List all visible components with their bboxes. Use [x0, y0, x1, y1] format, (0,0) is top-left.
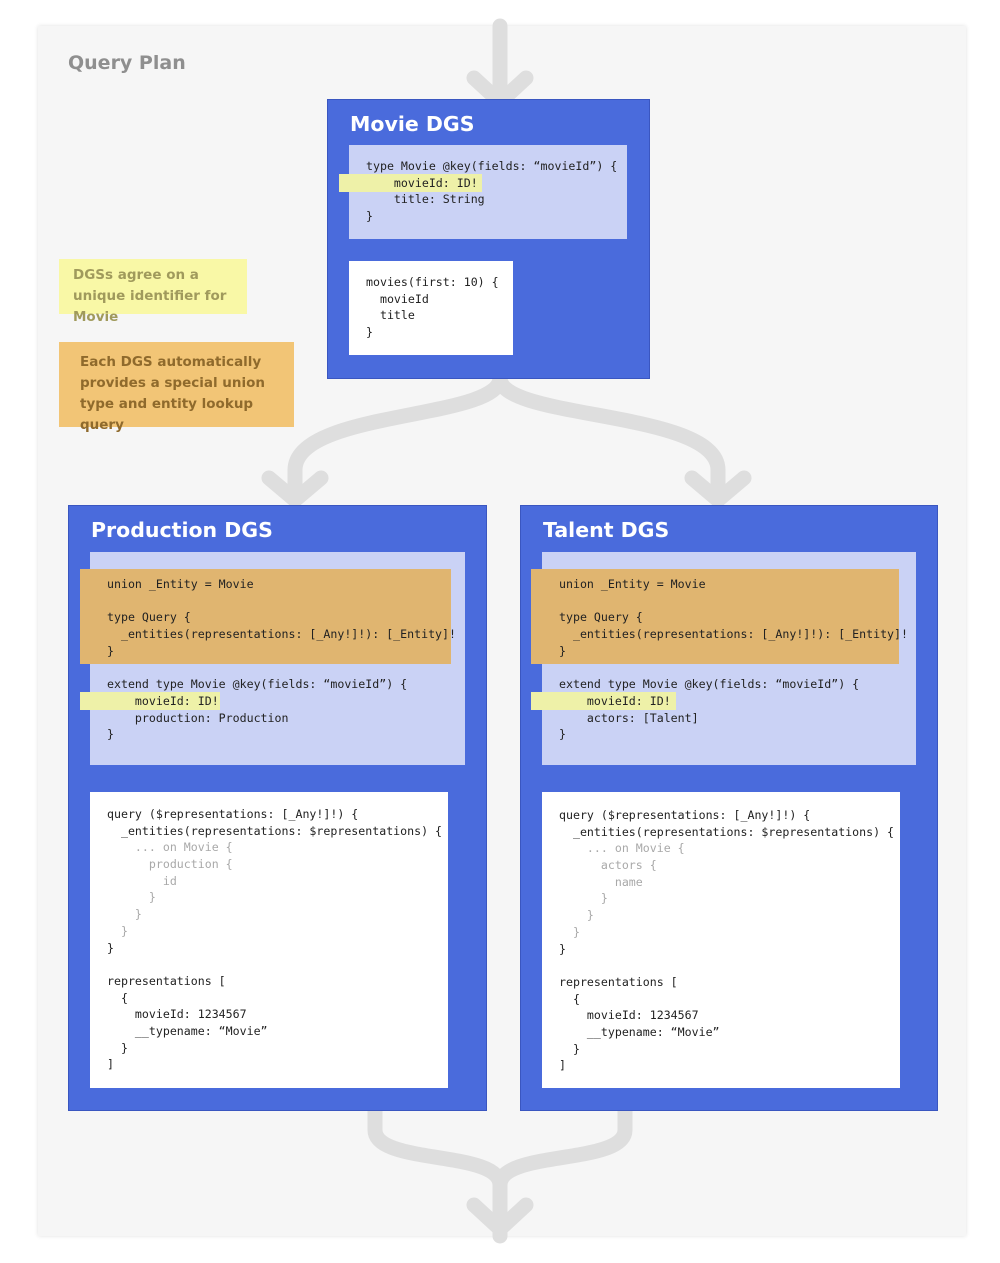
code-line: name: [559, 874, 643, 889]
production-dgs-title: Production DGS: [91, 518, 273, 542]
code-line: }: [559, 1041, 580, 1056]
code-line: title: String: [366, 192, 485, 207]
code-line: [559, 593, 908, 610]
code-line: }: [559, 924, 580, 939]
arrowhead-bottom-icon: [466, 1197, 534, 1237]
code-line: movieId: 1234567: [107, 1007, 247, 1022]
note-union-lookup: Each DGS automatically provides a specia…: [59, 342, 294, 433]
talent-key-highlight: [531, 692, 676, 710]
talent-query-panel: [542, 792, 900, 1088]
production-schema-code: union _Entity = Movie type Query { _entit…: [107, 576, 456, 743]
code-line: }: [107, 890, 156, 905]
code-line: extend type Movie @key(fields: “movieId”…: [559, 677, 860, 692]
code-line: type Query {: [107, 610, 191, 625]
arrowhead-left-icon: [261, 470, 329, 508]
code-line: }: [107, 907, 142, 922]
movie-key-highlight: [339, 174, 482, 192]
code-line: movieId: ID!: [559, 693, 671, 708]
code-line: {: [107, 990, 128, 1005]
flow-merge-right: [492, 1102, 633, 1193]
movie-schema-panel: [349, 145, 627, 239]
code-line: query ($representations: [_Any!]!) {: [107, 807, 359, 821]
code-line: representations [: [559, 974, 678, 989]
code-line: _entities(representations: [_Any!]!): [_…: [107, 627, 457, 642]
code-line: ... on Movie {: [559, 841, 685, 856]
code-line: ... on Movie {: [107, 840, 233, 855]
code-line: }: [107, 923, 128, 938]
code-line: actors {: [559, 858, 657, 873]
talent-query-code: query ($representations: [_Any!]!) { _en…: [559, 807, 894, 1074]
code-line: [107, 593, 456, 610]
code-line: }: [366, 209, 373, 224]
code-line: ]: [559, 1058, 566, 1073]
production-query-code: query ($representations: [_Any!]!) { _en…: [107, 806, 442, 1073]
code-line: }: [559, 727, 566, 742]
code-line: {: [559, 991, 580, 1006]
code-line: }: [107, 643, 114, 658]
code-line: movieId: ID!: [107, 693, 219, 708]
code-line: [107, 659, 456, 676]
code-line: }: [559, 643, 566, 658]
code-line: extend type Movie @key(fields: “movieId”…: [107, 677, 408, 692]
code-line: }: [366, 325, 373, 340]
flow-branch-left: [287, 370, 508, 505]
talent-union-highlight: [531, 569, 899, 664]
production-key-highlight: [80, 692, 220, 710]
code-line: [559, 957, 894, 974]
code-line: }: [107, 727, 114, 742]
note-unique-identifier: DGSs agree on a unique identifier for Mo…: [59, 259, 247, 325]
code-line: id: [107, 873, 177, 888]
code-line: type Movie @key(fields: “movieId”) {: [366, 159, 618, 173]
code-line: movieId: 1234567: [559, 1008, 699, 1023]
code-line: union _Entity = Movie: [559, 577, 706, 591]
code-line: production: Production: [107, 710, 289, 725]
code-line: }: [107, 1040, 128, 1055]
code-line: actors: [Talent]: [559, 710, 699, 725]
code-line: query ($representations: [_Any!]!) {: [559, 808, 811, 822]
code-line: movieId: [366, 291, 429, 306]
page-title: Query Plan: [68, 52, 186, 74]
production-query-panel: [90, 792, 448, 1088]
code-line: ]: [107, 1057, 114, 1072]
code-line: _entities(representations: $representati…: [559, 824, 895, 839]
code-line: }: [559, 908, 594, 923]
production-union-highlight: [80, 569, 451, 664]
movie-query-code: movies(first: 10) { movieId title}: [366, 274, 499, 341]
code-line: representations [: [107, 973, 226, 988]
flow-branch-right: [492, 370, 726, 505]
code-line: _entities(representations: [_Any!]!): [_…: [559, 627, 909, 642]
code-line: production {: [107, 857, 233, 872]
code-line: }: [559, 941, 566, 956]
code-line: }: [107, 940, 114, 955]
code-line: movies(first: 10) {: [366, 275, 499, 289]
code-line: [107, 956, 442, 973]
code-line: _entities(representations: $representati…: [107, 823, 443, 838]
code-line: __typename: “Movie”: [559, 1024, 720, 1039]
movie-query-panel: [349, 261, 513, 355]
code-line: [559, 659, 908, 676]
code-line: movieId: ID!: [366, 175, 478, 190]
code-line: __typename: “Movie”: [107, 1023, 268, 1038]
code-line: union _Entity = Movie: [107, 577, 254, 591]
code-line: type Query {: [559, 610, 643, 625]
movie-dgs-title: Movie DGS: [350, 112, 475, 136]
arrowhead-right-icon: [684, 470, 752, 508]
talent-schema-code: union _Entity = Movie type Query { _entit…: [559, 576, 908, 743]
talent-dgs-title: Talent DGS: [543, 518, 670, 542]
code-line: title: [366, 308, 415, 323]
movie-schema-code: type Movie @key(fields: “movieId”) { mov…: [366, 158, 617, 225]
code-line: }: [559, 891, 608, 906]
